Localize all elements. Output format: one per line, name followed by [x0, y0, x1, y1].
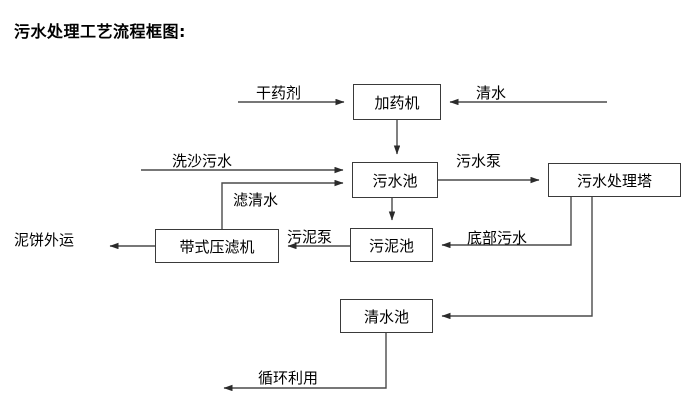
connector-tower-to-sludge-pool: [441, 197, 572, 249]
node-belt-filter-press[interactable]: 带式压滤机: [155, 229, 279, 263]
edge-label-clean-water: 清水: [476, 84, 507, 102]
edge-label-sludge-pump: 污泥泵: [287, 228, 333, 246]
edge-label-dry-agent: 干药剂: [256, 84, 302, 102]
node-sewage-pool[interactable]: 污水池: [352, 162, 438, 198]
edge-label-bottom-sewage: 底部污水: [467, 229, 528, 247]
node-label: 污泥池: [368, 236, 414, 255]
node-dosing-machine[interactable]: 加药机: [353, 84, 441, 120]
page-title: 污水处理工艺流程框图:: [14, 22, 186, 41]
edge-label-filtrate-water: 滤清水: [233, 191, 279, 209]
node-label: 清水池: [363, 307, 409, 326]
edge-label-mud-cake-transport: 泥饼外运: [14, 231, 75, 249]
edge-label-sand-wash-sewage: 洗沙污水: [172, 152, 233, 170]
connector-clear-pool-to-recycle: [223, 333, 387, 392]
node-clear-water-pool[interactable]: 清水池: [340, 299, 433, 333]
node-label: 加药机: [374, 93, 420, 112]
edge-label-recycle-reuse: 循环利用: [258, 369, 319, 387]
node-sludge-pool[interactable]: 污泥池: [350, 228, 433, 262]
node-label: 污水池: [372, 171, 418, 190]
edge-label-sewage-pump: 污水泵: [456, 152, 502, 170]
node-label: 带式压滤机: [179, 237, 255, 256]
node-label: 污水处理塔: [576, 171, 652, 190]
node-treatment-tower[interactable]: 污水处理塔: [548, 163, 681, 197]
connector-filtrate-to-sewage-pool: [221, 179, 344, 229]
connector-tower-to-clear-pool: [441, 197, 593, 320]
